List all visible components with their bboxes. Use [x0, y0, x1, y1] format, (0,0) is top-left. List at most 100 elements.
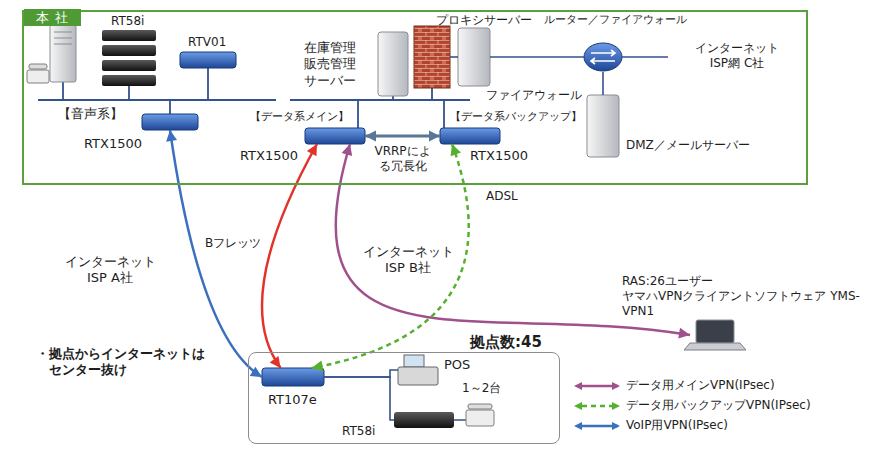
phone-body — [27, 70, 49, 83]
router-icon — [180, 52, 236, 68]
arrowhead — [574, 382, 582, 390]
text-holder: ファイアウォール — [486, 88, 582, 103]
server-icon — [378, 32, 408, 96]
arrowhead — [365, 131, 376, 142]
ellipse-shape — [669, 28, 805, 86]
text-label: ADSL — [486, 189, 518, 203]
legend-sample — [574, 382, 620, 390]
connector — [490, 57, 584, 58]
text-label: RT107e — [268, 392, 317, 407]
pbx-server — [27, 22, 76, 83]
text-holder: インターネット ISP A社 — [58, 254, 162, 287]
connector-line — [365, 135, 440, 138]
arrowhead — [342, 144, 353, 156]
server-node: プロキシサーバー — [458, 28, 490, 86]
legend-entry: VoIP用VPN(IPsec) — [626, 418, 728, 433]
text-holder: 【データ系メイン】 — [250, 110, 349, 124]
connector-line — [324, 377, 394, 420]
arrowhead — [166, 130, 177, 142]
text-label: ルーター／ファイアウォール — [544, 13, 687, 26]
text-label: POS — [444, 357, 470, 372]
ellipse-shape — [35, 217, 383, 329]
text-label: プロキシサーバー — [436, 13, 532, 27]
phone-icon — [466, 404, 494, 426]
router-node: 【データ系メイン】RTX1500 — [305, 128, 365, 144]
text-holder: RT58i — [342, 424, 375, 439]
connector — [166, 130, 262, 377]
text-label: 【音声系】 — [58, 106, 123, 121]
connector-line — [312, 144, 469, 368]
text-holder: RT107e — [268, 392, 317, 408]
text-label: RTX1500 — [84, 136, 142, 151]
text-holder: RAS:26ユーザー ヤマハVPNクライアントソフトウェア YMS-VPN1 — [622, 274, 874, 319]
phone-handset — [29, 64, 47, 69]
firewall-icon — [414, 26, 450, 88]
device-icon — [102, 30, 156, 41]
pos-icon — [398, 355, 438, 385]
connector — [622, 57, 668, 58]
router-icon — [440, 128, 500, 144]
arrowhead — [312, 361, 324, 372]
device-icon — [102, 75, 156, 86]
arrowhead — [270, 356, 281, 368]
rt58i-stack — [102, 30, 156, 86]
connector-line — [490, 56, 584, 58]
text-holder: RTV01 — [188, 35, 226, 50]
text-label: データ用メインVPN(IPsec) — [626, 378, 775, 392]
text-label: インターネット ISP A社 — [65, 254, 156, 285]
arrowhead — [429, 131, 440, 142]
connector-line — [324, 370, 398, 377]
text-label: 【データ系メイン】 — [250, 110, 349, 123]
text-holder: Bフレッツ — [205, 236, 261, 251]
text-holder: ADSL — [486, 189, 518, 204]
isp-cloud: インターネット ISP網 C社 — [668, 27, 806, 87]
server-icon — [458, 28, 490, 86]
text-label: 1～2台 — [462, 381, 501, 395]
server-slots — [54, 32, 72, 44]
text-label: ・拠点からインターネットは センター抜け — [36, 346, 205, 377]
text-holder: ルーター／ファイアウォール — [544, 13, 687, 27]
text-holder: インターネット ISP B社 — [362, 244, 454, 277]
arrowhead — [612, 402, 620, 410]
text-label: Bフレッツ — [205, 236, 261, 250]
connector-line — [170, 130, 262, 377]
connector-line — [622, 56, 668, 58]
text-label: RT58i — [111, 14, 144, 28]
legend-entry: データ用バックアップVPN(IPsec) — [626, 398, 811, 413]
laptop-icon — [684, 320, 746, 350]
connector — [312, 144, 469, 371]
router-body — [584, 43, 622, 71]
text-holder: RTX1500 — [84, 136, 142, 152]
arrowhead — [574, 422, 582, 430]
ellipse-outline — [34, 216, 384, 330]
router-arrows — [591, 50, 615, 64]
device-icon — [394, 412, 454, 428]
text-holder: 1～2台 — [462, 381, 501, 396]
legend-entry: データ用メインVPN(IPsec) — [626, 378, 775, 393]
text-holder: DMZ／メールサーバー — [626, 138, 750, 153]
firewall-node: ファイアウォール — [414, 26, 450, 88]
text-holder: RTX1500 — [470, 148, 528, 164]
connector — [262, 144, 317, 368]
router-node: RT107e — [262, 368, 324, 386]
site-tab: 本 社 — [24, 9, 81, 26]
laptop-screen — [696, 320, 734, 343]
arrowhead — [612, 382, 620, 390]
router-icon — [142, 114, 198, 130]
text-label: DMZ／メールサーバー — [626, 138, 750, 152]
device-node: RT58i — [394, 412, 454, 428]
text-label: RTX1500 — [240, 148, 298, 163]
text-label: VoIP用VPN(IPsec) — [626, 418, 728, 432]
connector-line — [262, 144, 317, 368]
text-label: インターネット ISP網 C社 — [695, 41, 779, 70]
server-icon — [50, 22, 76, 82]
laptop-base — [684, 343, 746, 350]
text-label: 【データ系バックアップ】 — [450, 110, 582, 123]
pos-base — [398, 367, 438, 385]
phone-handset — [468, 404, 492, 409]
text-holder: インターネット ISP網 C社 — [687, 41, 787, 71]
text-holder: RT58i — [111, 14, 144, 29]
arrowhead — [307, 144, 317, 156]
connector — [324, 377, 394, 420]
